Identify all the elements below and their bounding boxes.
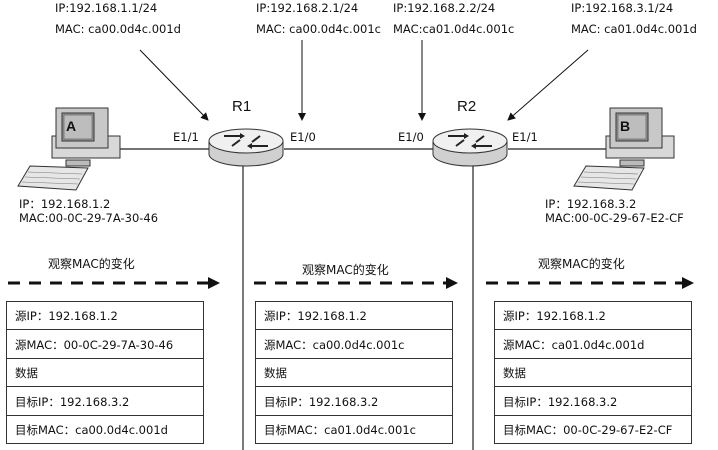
packet-1-dst-ip: 目标IP：192.168.3.2 <box>7 388 203 416</box>
host-b-computer-icon <box>573 107 675 191</box>
router-r1-label: R1 <box>232 98 252 115</box>
label-r1-e1-0-ip: IP:192.168.2.1/24 <box>256 1 359 15</box>
packet-2-data: 数据 <box>256 359 452 387</box>
host-b-letter: B <box>620 118 631 134</box>
packet-3-dst-ip: 目标IP：192.168.3.2 <box>495 388 691 416</box>
packet-2-src-ip: 源IP：192.168.1.2 <box>256 302 452 330</box>
host-a-letter: A <box>66 118 77 134</box>
packet-3-src-ip: 源IP：192.168.1.2 <box>495 302 691 330</box>
packet-1-data: 数据 <box>7 359 203 387</box>
label-r2-e1-0-mac: MAC:ca01.0d4c.001c <box>393 22 515 36</box>
packet-2-src-mac: 源MAC：ca00.0d4c.001c <box>256 331 452 359</box>
segment-separators <box>242 158 474 450</box>
label-pointers <box>139 40 589 121</box>
port-r2-e1-0: E1/0 <box>398 130 424 144</box>
host-b-mac: MAC:00-0C-29-67-E2-CF <box>545 211 684 225</box>
packet-1-src-ip: 源IP：192.168.1.2 <box>7 302 203 330</box>
packet-3-data: 数据 <box>495 359 691 387</box>
packet-2-dst-ip: 目标IP：192.168.3.2 <box>256 388 452 416</box>
label-r1-e1-1-mac: MAC: ca00.0d4c.001d <box>55 22 181 36</box>
pointer-r2-e1-1 <box>507 49 589 121</box>
host-a-mac: MAC:00-0C-29-7A-30-46 <box>19 211 159 225</box>
host-b-ip: IP：192.168.3.2 <box>545 197 637 211</box>
packet-box-segment-2: 源IP：192.168.1.2 源MAC：ca00.0d4c.001c 数据 目… <box>255 301 453 444</box>
label-r2-e1-1-mac: MAC: ca01.0d4c.001d <box>571 22 697 36</box>
port-r1-e1-0: E1/0 <box>290 130 316 144</box>
observe-label-1: 观察MAC的变化 <box>48 257 135 271</box>
packet-3-dst-mac: 目标MAC：00-0C-29-67-E2-CF <box>503 423 673 437</box>
label-r2-e1-1-ip: IP:192.168.3.1/24 <box>571 1 674 15</box>
packet-1-dst-mac: 目标MAC：ca00.0d4c.001d <box>15 423 168 437</box>
label-r2-e1-0-ip: IP:192.168.2.2/24 <box>393 1 496 15</box>
packet-box-segment-3: 源IP：192.168.1.2 源MAC：ca01.0d4c.001d 数据 目… <box>494 301 692 444</box>
packet-2-dst-mac: 目标MAC：ca01.0d4c.001c <box>264 423 416 437</box>
packet-box-segment-1: 源IP：192.168.1.2 源MAC：00-0C-29-7A-30-46 数… <box>6 301 204 444</box>
direction-arrows <box>8 277 694 289</box>
host-a-ip: IP：192.168.1.2 <box>19 197 111 211</box>
router-r2-icon <box>432 128 508 167</box>
label-r1-e1-1-ip: IP:192.168.1.1/24 <box>55 1 158 15</box>
observe-label-3: 观察MAC的变化 <box>538 257 625 271</box>
label-r1-e1-0-mac: MAC: ca00.0d4c.001c <box>256 22 381 36</box>
observe-label-2: 观察MAC的变化 <box>302 263 389 277</box>
pointer-r1-e1-1 <box>139 49 209 121</box>
host-a-computer-icon <box>17 107 121 191</box>
router-r1-icon <box>208 128 284 167</box>
packet-1-src-mac: 源MAC：00-0C-29-7A-30-46 <box>7 331 203 359</box>
port-r2-e1-1: E1/1 <box>512 130 538 144</box>
port-r1-e1-1: E1/1 <box>173 130 199 144</box>
router-r2-label: R2 <box>457 98 477 115</box>
packet-3-src-mac: 源MAC：ca01.0d4c.001d <box>495 331 691 359</box>
